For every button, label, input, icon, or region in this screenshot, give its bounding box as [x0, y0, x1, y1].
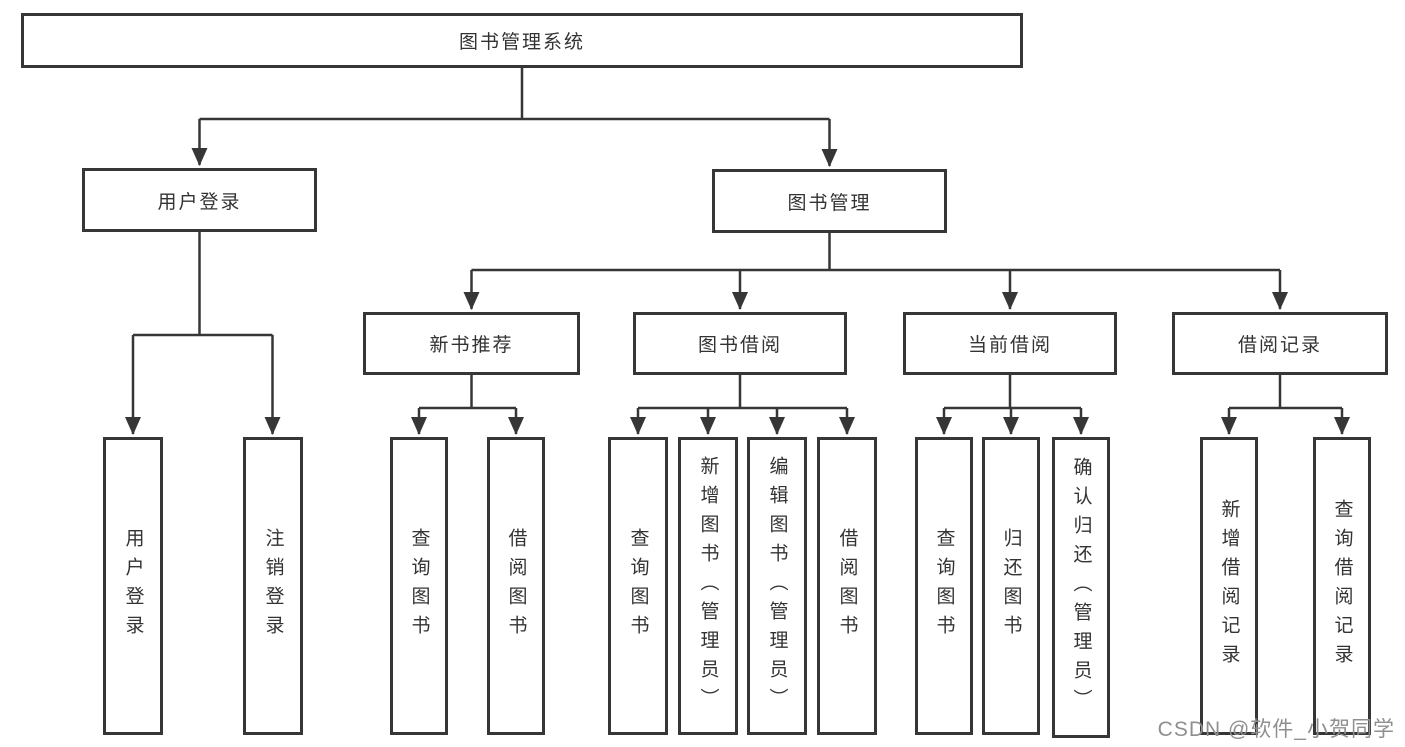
node-label: 新增借阅记录 — [1218, 499, 1240, 673]
leaf-edit-book-admin: 编辑图书（管理员） — [747, 437, 807, 735]
node-label: 新增图书（管理员） — [697, 455, 719, 717]
node-new-book-recommend: 新书推荐 — [363, 312, 580, 375]
node-label: 注销登录 — [262, 528, 284, 644]
node-label: 查询图书 — [627, 528, 649, 644]
leaf-borrow-books: 借阅图书 — [817, 437, 877, 735]
node-label: 图书借阅 — [697, 335, 782, 356]
node-label: 归还图书 — [1000, 528, 1022, 644]
node-label: 查询图书 — [933, 528, 955, 644]
node-user-login: 用户登录 — [82, 168, 317, 232]
node-label: 图书管理系统 — [458, 32, 585, 53]
node-book-management: 图书管理 — [712, 169, 947, 233]
node-library-management-system: 图书管理系统 — [21, 13, 1023, 68]
node-label: 图书管理 — [787, 192, 872, 214]
leaf-add-book-admin: 新增图书（管理员） — [678, 437, 738, 735]
leaf-query-books: 查询图书 — [608, 437, 668, 735]
node-label: 查询借阅记录 — [1331, 499, 1353, 673]
node-label: 借阅记录 — [1237, 335, 1322, 356]
node-label: 当前借阅 — [967, 335, 1052, 356]
node-label: 用户登录 — [122, 528, 144, 644]
leaf-query-borrow-record: 查询借阅记录 — [1313, 437, 1371, 735]
node-label: 借阅图书 — [505, 528, 527, 644]
node-current-borrow: 当前借阅 — [903, 312, 1117, 375]
node-label: 查询图书 — [408, 528, 430, 644]
node-label: 用户登录 — [157, 191, 242, 213]
leaf-add-borrow-record: 新增借阅记录 — [1200, 437, 1258, 735]
node-label: 新书推荐 — [429, 335, 514, 356]
node-borrow-records: 借阅记录 — [1172, 312, 1388, 375]
leaf-confirm-return-admin: 确认归还（管理员） — [1052, 437, 1110, 738]
leaf-user-login: 用户登录 — [103, 437, 163, 735]
leaf-query-books: 查询图书 — [915, 437, 973, 735]
node-label: 确认归还（管理员） — [1070, 457, 1092, 718]
leaf-logout: 注销登录 — [243, 437, 303, 735]
leaf-query-books: 查询图书 — [390, 437, 448, 735]
leaf-return-book: 归还图书 — [982, 437, 1040, 735]
node-label: 借阅图书 — [836, 528, 858, 644]
node-book-borrow: 图书借阅 — [633, 312, 847, 375]
node-label: 编辑图书（管理员） — [766, 455, 788, 717]
leaf-borrow-books: 借阅图书 — [487, 437, 545, 735]
